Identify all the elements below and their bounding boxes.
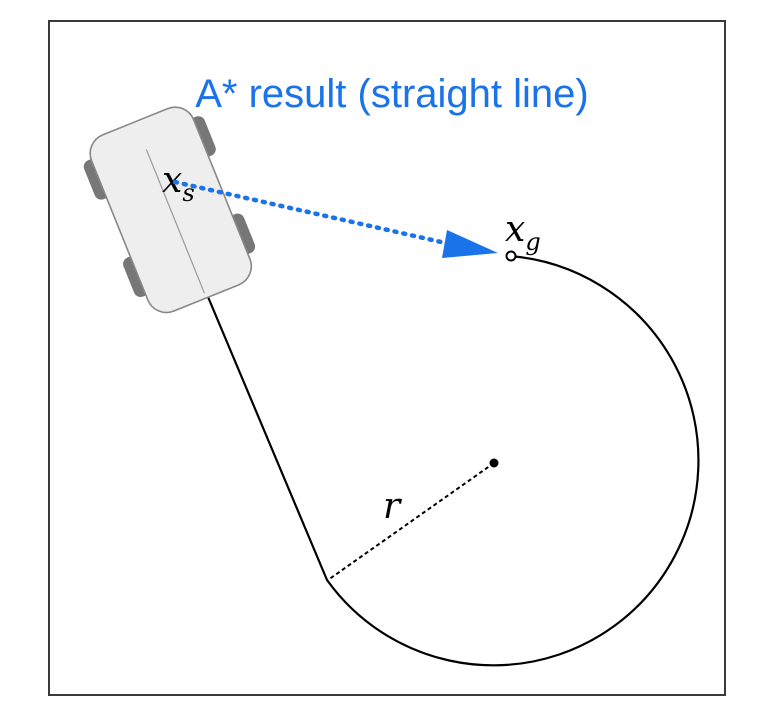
car-centerline [145,149,206,294]
goal-label: xg [505,209,541,256]
astar-arrow-head [442,230,498,258]
diagram-title: A* result (straight line) [195,72,588,116]
car-top-view-icon [83,106,256,314]
astar-arrow-line [172,179,453,247]
turn-center-point [489,458,499,468]
planned-path [201,254,700,667]
goal-point [505,250,517,262]
dotted-arrow-icon [172,179,498,258]
turning-radius-line [327,462,495,581]
radius-label: r [383,486,402,527]
